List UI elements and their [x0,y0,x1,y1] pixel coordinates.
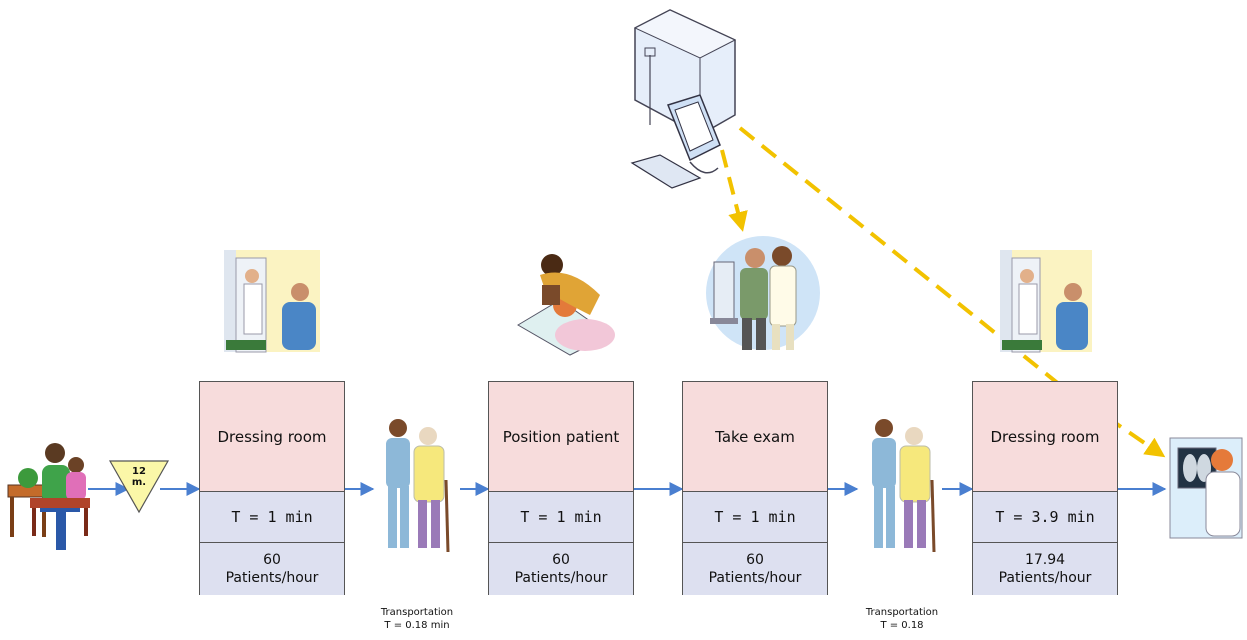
station-name: Dressing room [200,382,344,492]
inventory-label: 12 m. [119,466,159,488]
transport-title: Transportation [380,607,454,618]
computer-icon [630,9,737,189]
consultation-icon [224,250,320,353]
transport-icon [386,419,450,553]
station-dressing-room-2: Dressing room T = 3.9 min 17.94 Patients… [972,381,1118,595]
capacity-value: 60 [263,552,281,568]
inventory-triangle-icon [108,460,170,514]
radiologist-icon [1169,437,1243,539]
transport-label-2: Transportation T = 0.18 [842,606,962,632]
station-name: Position patient [489,382,633,492]
station-dressing-room-1: Dressing room T = 1 min 60 Patients/hour [199,381,345,595]
transport-icon-2 [872,419,936,553]
station-take-exam: Take exam T = 1 min 60 Patients/hour [682,381,828,595]
capacity-unit: Patients/hour [708,570,802,586]
capacity-unit: Patients/hour [998,570,1092,586]
transport-label-1: Transportation T = 0.18 min [357,606,477,632]
waiting-patients-icon [7,443,90,550]
station-name: Dressing room [973,382,1117,492]
xray-exam-icon [706,236,820,350]
capacity-unit: Patients/hour [225,570,319,586]
consultation-icon-2 [1000,250,1092,353]
capacity-unit: Patients/hour [514,570,608,586]
capacity-value: 17.94 [1024,552,1066,568]
position-patient-icon [517,254,615,356]
inventory-time: 12 [132,466,146,477]
station-capacity: 60 Patients/hour [489,543,633,595]
transport-title: Transportation [865,607,939,618]
station-cycle-time: T = 3.9 min [973,492,1117,543]
station-capacity: 60 Patients/hour [200,543,344,595]
transport-time: T = 0.18 min [384,620,450,631]
inventory-unit: m. [131,477,147,488]
transport-time: T = 0.18 [880,620,924,631]
station-position-patient: Position patient T = 1 min 60 Patients/h… [488,381,634,595]
station-capacity: 60 Patients/hour [683,543,827,595]
station-cycle-time: T = 1 min [683,492,827,543]
station-capacity: 17.94 Patients/hour [973,543,1117,595]
capacity-value: 60 [552,552,570,568]
capacity-value: 60 [746,552,764,568]
station-name: Take exam [683,382,827,492]
station-cycle-time: T = 1 min [200,492,344,543]
station-cycle-time: T = 1 min [489,492,633,543]
